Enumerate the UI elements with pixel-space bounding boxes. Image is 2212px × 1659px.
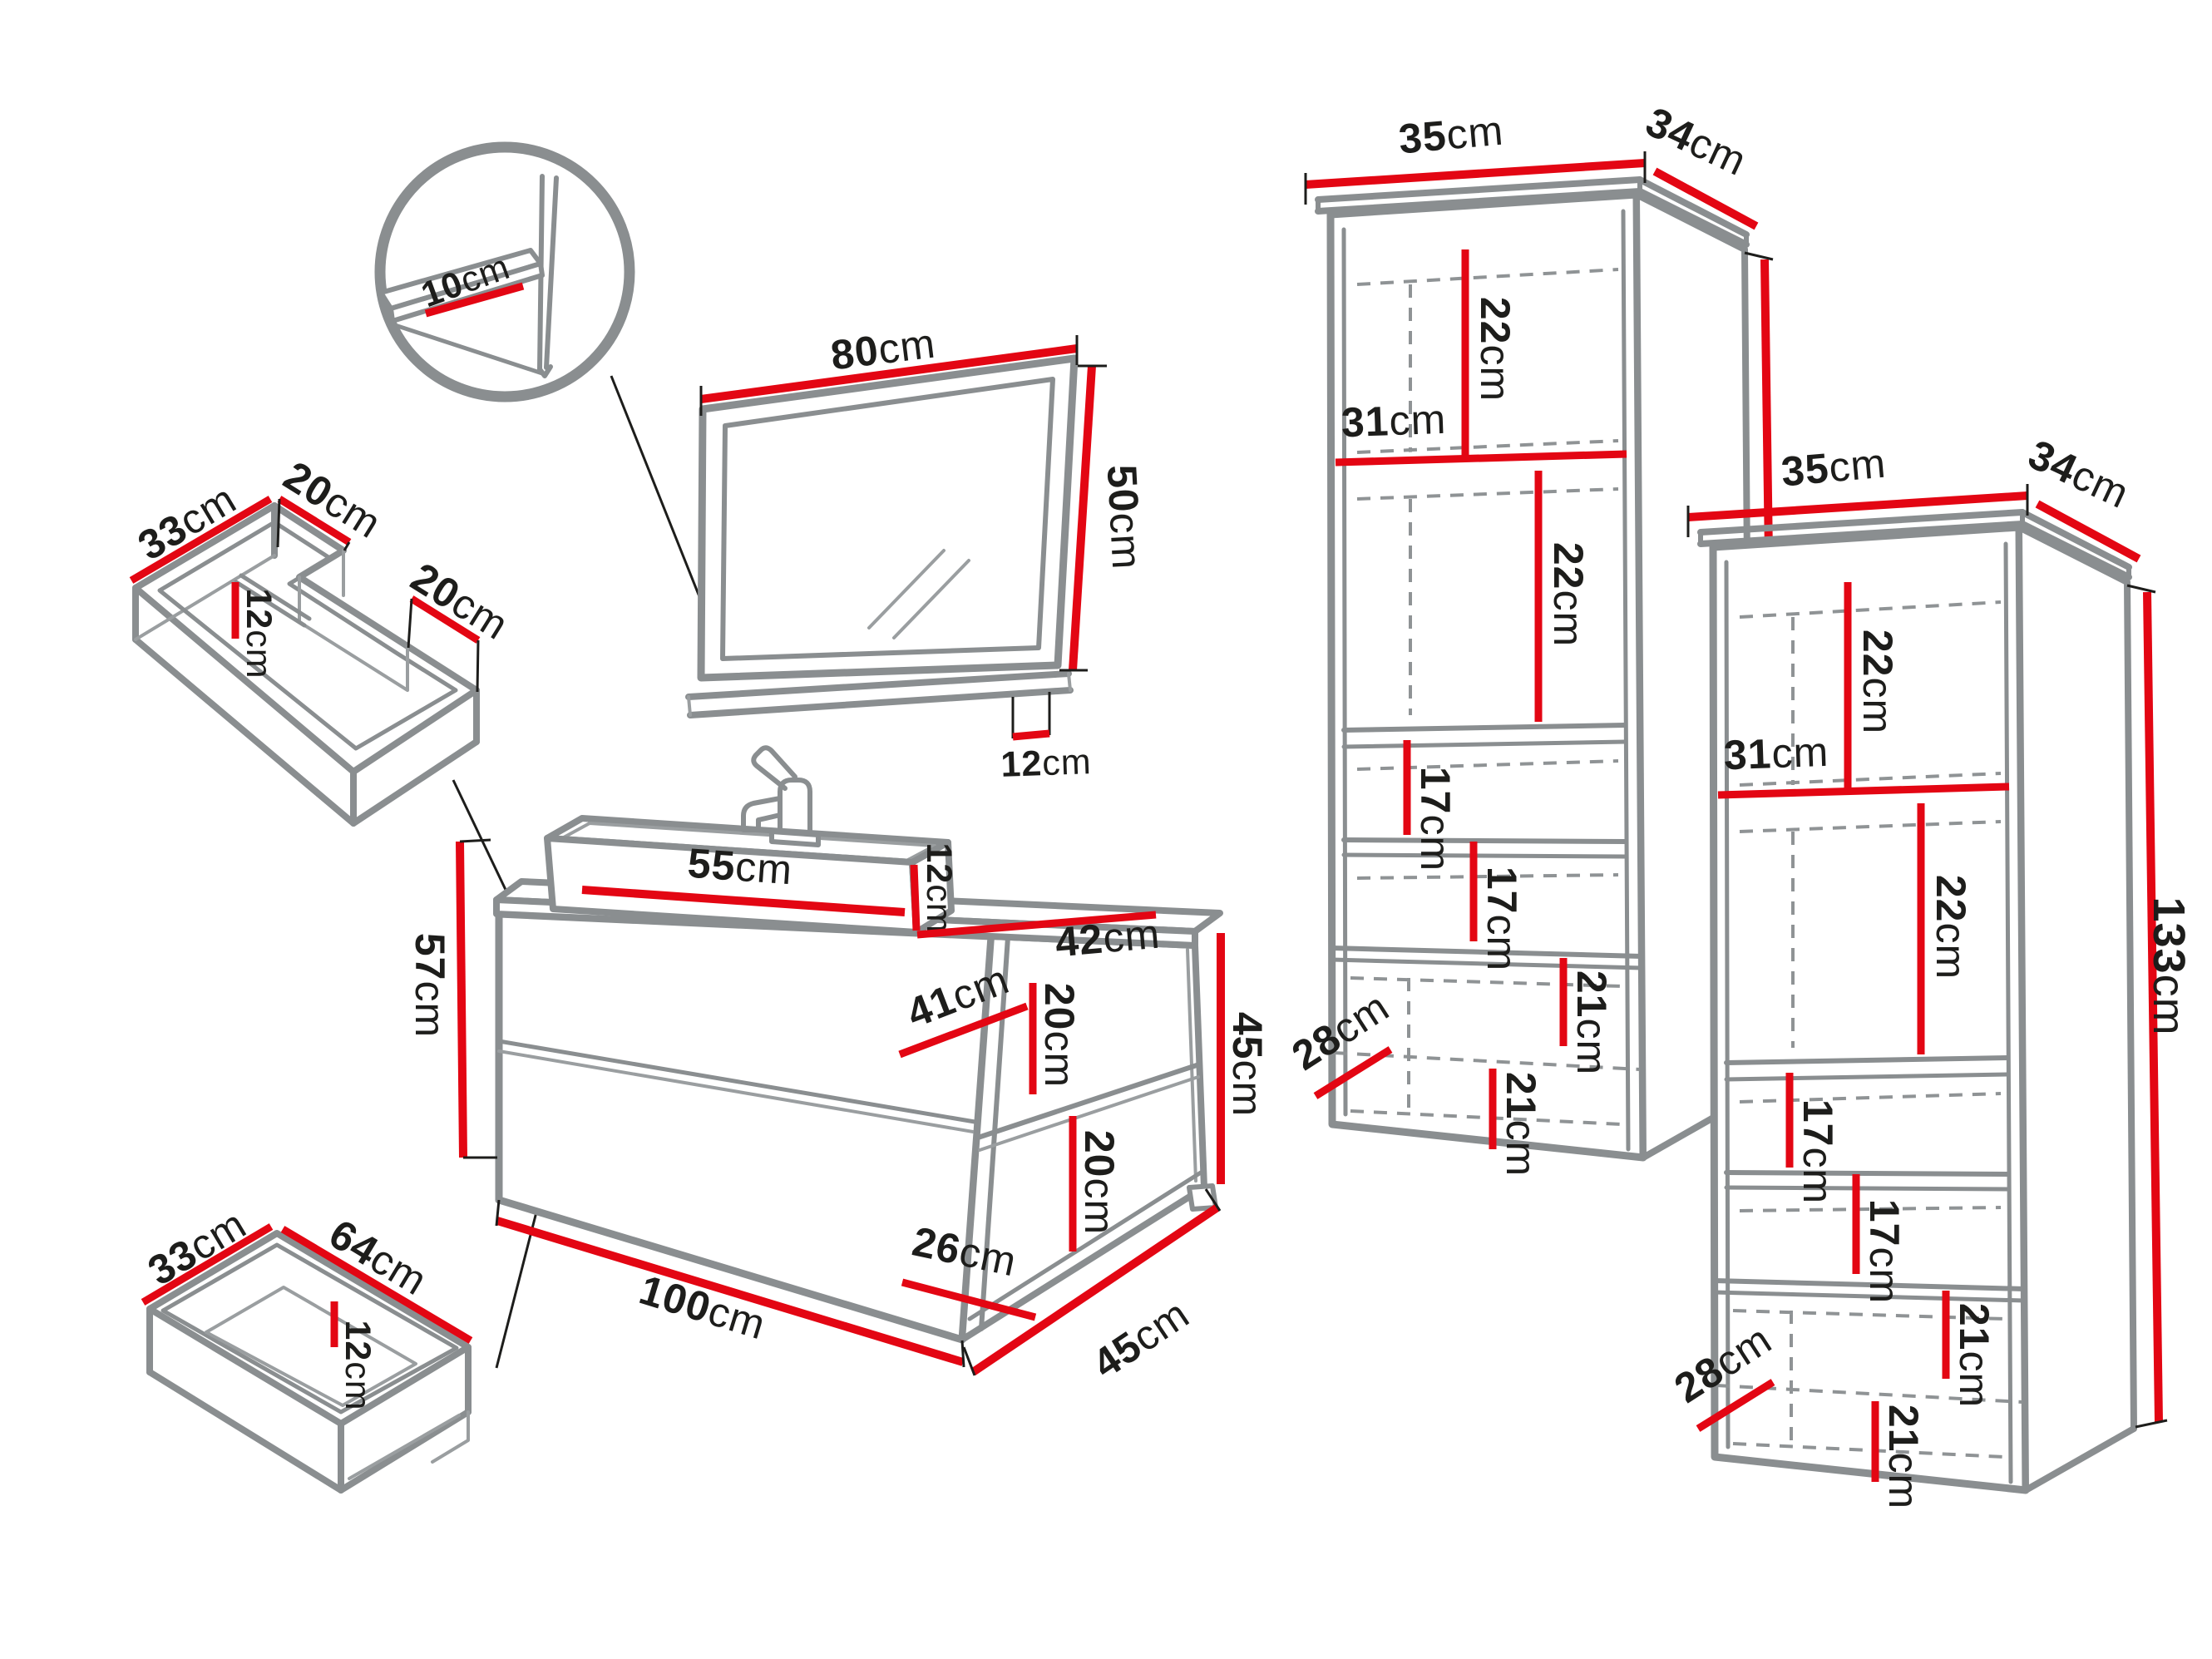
dim-label-35cm-c2: 35cm [1780, 440, 1889, 496]
drawer-divider-shadow [497, 1049, 980, 1134]
mirror-shelf-caps [687, 672, 1072, 717]
dim-label-80cm: 80cm [828, 320, 938, 379]
tray-rim [132, 502, 480, 775]
dim-label-31cm-c1: 31cm [1341, 396, 1447, 446]
dim-label-31cm-c2: 31cm [1723, 728, 1829, 778]
dim-line-20cm-tray-right [409, 595, 481, 644]
drawer-bottom-edges [146, 1369, 472, 1494]
dim-ticks-20a [276, 498, 351, 551]
dim-line-33cm-tray [129, 496, 273, 584]
shelf-detail-callout: 10cm [374, 141, 635, 402]
mirror-shelf-bottom [687, 687, 1074, 718]
dim-ticks-50cm [1059, 364, 1107, 672]
tray-wall-edges [132, 502, 480, 827]
open-unit-shelf-underside [978, 1075, 1200, 1152]
dim-label-22cm-a-c1: 22cm [1472, 297, 1518, 402]
tray-bottom-edges [132, 636, 480, 827]
basin-inner-rim [560, 822, 936, 862]
tray-divider [234, 573, 312, 628]
dim-label-57cm: 57cm [407, 933, 453, 1038]
dim-label-17cm-b-c1: 17cm [1479, 867, 1525, 971]
dim-label-22cm-b-c1: 22cm [1545, 542, 1592, 647]
dim-label-35cm-c1: 35cm [1397, 107, 1506, 163]
dim-ticks-20b [407, 598, 480, 693]
drawer-inner-rim [160, 1242, 459, 1415]
open-unit-shelf [975, 1062, 1202, 1140]
tray-notch-walls [298, 549, 409, 692]
dim-label-21cm-a-c2: 21cm [1951, 1303, 1997, 1408]
dim-line-64cm-drawer [280, 1226, 473, 1344]
dim-label-22cm-b-c2: 22cm [1928, 875, 1974, 980]
dim-label-12cm-drawer: 12cm [338, 1320, 378, 1410]
mirror-glass-inner-frame [720, 377, 1055, 661]
mirror: 80cm 50cm 12cm [685, 320, 1151, 785]
dim-line-100cm [496, 1217, 965, 1366]
dim-label-20cm-lower: 20cm [1076, 1130, 1123, 1235]
tray-inner-rim [157, 520, 458, 751]
dim-label-50cm: 50cm [1099, 463, 1151, 570]
glass-reflection [867, 549, 970, 639]
dim-ticks-45cm-depth [962, 1188, 1222, 1376]
dim-label-17cm-b-c2: 17cm [1861, 1199, 1908, 1304]
tray-left-bottom [134, 554, 276, 641]
dim-label-21cm-a-c1: 21cm [1568, 970, 1615, 1075]
mirror-frame [697, 354, 1079, 682]
dim-line-20cm-tray-left [277, 496, 352, 546]
dim-ticks-57cm [459, 838, 497, 1159]
drawer-wall-edges [146, 1306, 472, 1494]
dim-line-33cm-drawer [141, 1223, 274, 1306]
dim-label-20cm-upper: 20cm [1036, 983, 1083, 1088]
dim-line-41cm [898, 1002, 1029, 1059]
dim-ticks-100cm [495, 1199, 965, 1368]
dim-line-12cm-basin [910, 864, 921, 931]
dim-line-45cm-depth [970, 1203, 1220, 1376]
dim-label-12cm-basin: 12cm [919, 842, 959, 933]
dim-label-17cm-a-c1: 17cm [1412, 767, 1459, 871]
dim-line-10cm [424, 282, 525, 318]
dim-label-22cm-a-c2: 22cm [1854, 630, 1901, 734]
dim-line-26cm [901, 1278, 1037, 1321]
drawer-floor [205, 1286, 417, 1407]
mirror-shelf-top [685, 670, 1072, 700]
dim-label-55cm: 55cm [686, 840, 794, 894]
dim-line-12cm-shelf [1012, 729, 1050, 741]
panel-edge [544, 175, 559, 370]
open-unit-floor [967, 1170, 1203, 1321]
dim-label-133cm-c2: 133cm [2144, 896, 2194, 1035]
dim-label-12cm-shelf: 12cm [1000, 742, 1093, 785]
dim-line-50cm [1069, 365, 1096, 671]
dim-label-45cm-height: 45cm [1224, 1012, 1271, 1117]
dim-label-42cm: 42cm [1054, 911, 1163, 966]
dim-line-80cm [700, 344, 1078, 403]
dim-bracket-12cm [1011, 692, 1051, 738]
dim-line-42cm [916, 911, 1157, 939]
dim-label-21cm-b-c2: 21cm [1880, 1405, 1927, 1509]
shelf-front-edge [388, 261, 545, 323]
dim-label-21cm-b-c1: 21cm [1498, 1072, 1544, 1177]
wall-edge-below-shelf [390, 322, 545, 376]
dim-ticks-80cm [699, 335, 1079, 416]
drawer-divider [496, 1039, 982, 1125]
faucet [741, 745, 821, 847]
tall-cabinet-right: 35cm 34cm 22cm 31cm 22cm 17cm 17cm 21cm … [1666, 431, 2194, 1509]
dim-label-17cm-a-c2: 17cm [1795, 1099, 1841, 1204]
dim-label-12cm-tray: 12cm [239, 588, 279, 679]
dim-label-26cm: 26cm [908, 1217, 1020, 1285]
dim-line-55cm [581, 886, 906, 916]
vanity-unit: 55cm 12cm 42cm 57cm 41cm 20cm 20cm 26cm … [407, 745, 1271, 1388]
drawer-rail-detail [348, 1410, 470, 1480]
dim-line-57cm [456, 841, 467, 1158]
